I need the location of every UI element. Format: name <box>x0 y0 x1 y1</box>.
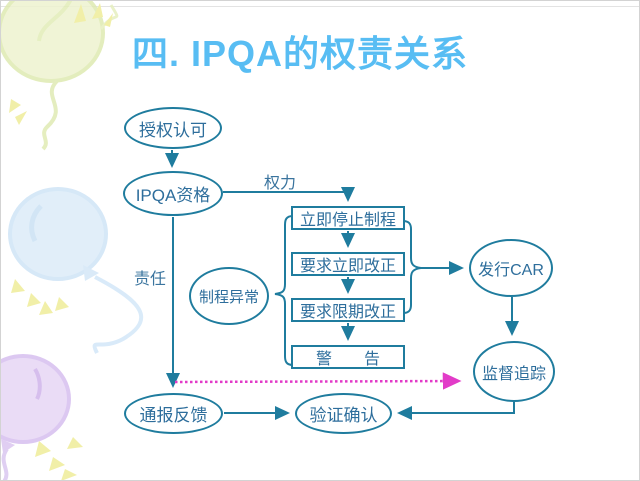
node-verify-label: 验证确认 <box>309 406 378 425</box>
node-correct-deadline-label: 要求限期改正 <box>299 304 396 321</box>
node-track: 监督追踪 <box>473 341 555 402</box>
sparkle-top-icon <box>9 3 113 125</box>
node-stop: 立即停止制程 <box>291 206 405 230</box>
node-abnormal-label: 制程异常 <box>198 288 259 306</box>
node-track-label: 监督追踪 <box>481 365 546 383</box>
node-report: 通报反馈 <box>124 393 223 434</box>
edge-label-authority: 权力 <box>264 175 297 192</box>
slide-title: 四. IPQA的权责关系 <box>132 33 469 74</box>
node-ipqa-label: IPQA资格 <box>135 186 211 205</box>
brace-right <box>402 220 422 314</box>
brace-left <box>274 215 294 366</box>
node-correct-now-label: 要求立即改正 <box>299 258 396 275</box>
node-car-label: 发行CAR <box>478 262 544 279</box>
arrow-track-to-verify <box>397 402 515 420</box>
node-warning: 警 告 <box>291 345 405 369</box>
node-ipqa: IPQA资格 <box>123 171 223 216</box>
node-correct-now: 要求立即改正 <box>291 252 405 276</box>
sparkle-middle-icon <box>11 279 69 315</box>
node-authorize: 授权认可 <box>124 107 222 149</box>
node-abnormal: 制程异常 <box>189 267 269 325</box>
node-authorize-label: 授权认可 <box>139 120 207 140</box>
balloon-blue-icon <box>8 187 144 354</box>
node-car: 发行CAR <box>469 239 553 297</box>
balloon-purple-icon <box>1 354 71 480</box>
node-warning-label: 警 告 <box>315 351 380 368</box>
sparkle-bottom-icon <box>35 437 83 480</box>
node-verify: 验证确认 <box>295 393 392 434</box>
arrow-authority-to-stop <box>223 187 355 202</box>
dotted-arrow-responsibility-to-track <box>174 372 462 390</box>
node-report-label: 通报反馈 <box>139 406 208 425</box>
node-stop-label: 立即停止制程 <box>299 212 396 229</box>
edge-label-responsibility: 责任 <box>134 271 167 288</box>
node-correct-deadline: 要求限期改正 <box>291 298 405 322</box>
